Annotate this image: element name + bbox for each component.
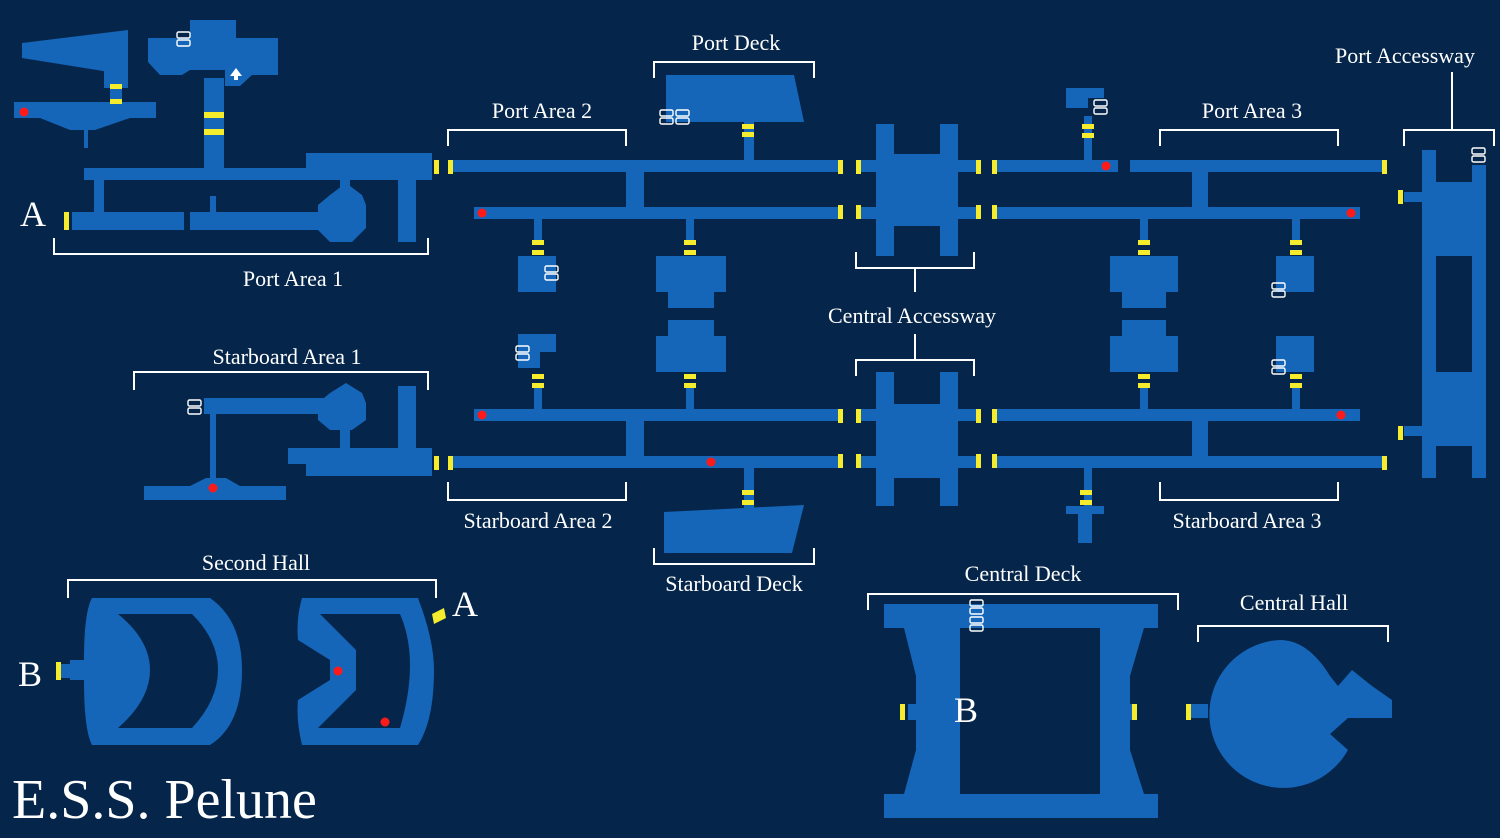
room-starboard-deck <box>664 505 804 553</box>
rooms-layer <box>14 20 1486 818</box>
room-central-deck <box>884 604 1158 818</box>
item-marker-icon-layer <box>19 107 1356 727</box>
save-station-icon-layer <box>176 31 1486 632</box>
map-title: E.S.S. Pelune <box>12 769 317 831</box>
label-port-deck: Port Deck <box>692 30 781 55</box>
room-central-accessway-starboard <box>860 372 976 506</box>
cutouts-layer <box>118 256 1472 794</box>
connector-a-second-hall: A <box>452 584 478 624</box>
room-central-hall <box>1190 640 1392 788</box>
label-brackets <box>53 61 1495 642</box>
label-starboard-area-1: Starboard Area 1 <box>212 344 361 369</box>
label-starboard-deck: Starboard Deck <box>665 571 802 596</box>
room-port-accessway <box>1404 150 1486 478</box>
label-port-accessway: Port Accessway <box>1335 43 1475 68</box>
room-starboard-area-2 <box>452 320 842 468</box>
label-port-area-3: Port Area 3 <box>1202 98 1302 123</box>
connector-b-second-hall: B <box>18 654 42 694</box>
room-port-area-2 <box>452 160 842 308</box>
area-labels: Port Area 1 Port Area 2 Port Deck Port A… <box>202 30 1475 615</box>
label-central-accessway: Central Accessway <box>828 303 996 328</box>
label-second-hall: Second Hall <box>202 550 310 575</box>
label-starboard-area-3: Starboard Area 3 <box>1172 508 1321 533</box>
room-starboard-area-3 <box>996 320 1384 543</box>
room-starboard-area-1 <box>144 383 432 500</box>
label-central-deck: Central Deck <box>965 561 1082 586</box>
room-port-area-1 <box>14 20 432 242</box>
label-port-area-2: Port Area 2 <box>492 98 592 123</box>
connector-labels: A A B B <box>18 194 978 730</box>
label-central-hall: Central Hall <box>1240 590 1348 615</box>
room-port-deck <box>666 75 804 122</box>
room-port-area-3 <box>996 88 1384 308</box>
room-central-accessway-port <box>860 124 976 256</box>
connector-b-central-deck: B <box>954 690 978 730</box>
connector-a-port: A <box>20 194 46 234</box>
door-icon-layer <box>56 84 1403 720</box>
up-arrow-icon <box>230 68 242 80</box>
label-port-area-1: Port Area 1 <box>243 266 343 291</box>
label-starboard-area-2: Starboard Area 2 <box>463 508 612 533</box>
